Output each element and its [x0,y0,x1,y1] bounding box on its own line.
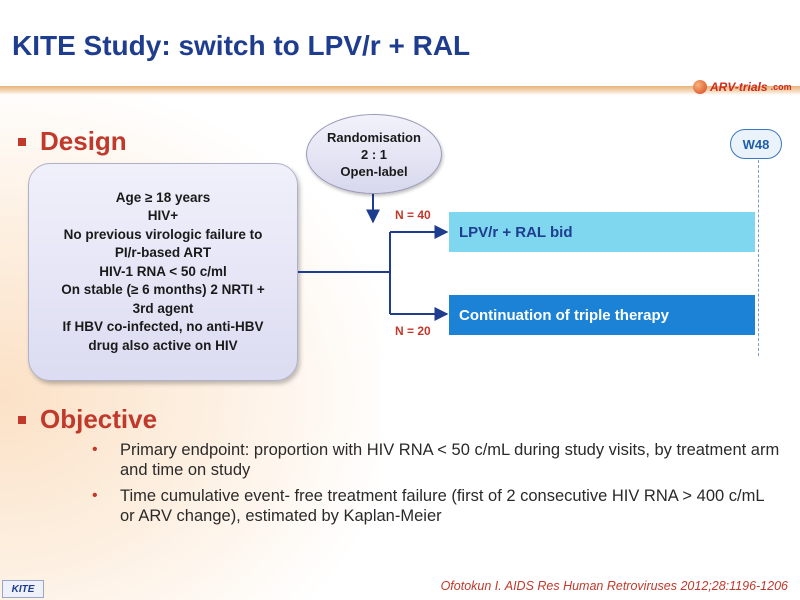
randomisation-mode: Open-label [340,163,408,179]
study-tag: KITE [2,580,44,598]
design-heading-text: Design [40,126,127,156]
criteria-line: On stable (≥ 6 months) 2 NRTI + [61,282,265,298]
criteria-line: If HBV co-infected, no anti-HBV [62,319,264,335]
objective-text: Time cumulative event- free treatment fa… [120,487,764,525]
list-item: • Time cumulative event- free treatment … [92,486,782,526]
randomisation-bubble: Randomisation 2 : 1 Open-label [306,114,442,194]
arm-1-n: N = 40 [395,208,431,222]
square-bullet-icon [18,137,26,146]
arv-trials-logo: ARV-trials.com [693,78,792,96]
logo-brand: ARV-trials [710,80,768,94]
criteria-line: HIV+ [147,208,179,224]
objective-heading-text: Objective [40,404,158,434]
inclusion-criteria-box: Age ≥ 18 years HIV+ No previous virologi… [28,163,298,381]
list-item: • Primary endpoint: proportion with HIV … [92,440,782,480]
criteria-line: drug also active on HIV [88,337,238,353]
bullet-dot-icon: • [92,487,98,504]
criteria-line: PI/r-based ART [114,245,212,261]
slide-title: KITE Study: switch to LPV/r + RAL [12,30,471,61]
criteria-line: Age ≥ 18 years [115,189,211,205]
criteria-line: 3rd agent [132,300,194,316]
design-heading: Design [18,126,127,157]
objective-text: Primary endpoint: proportion with HIV RN… [120,441,780,479]
week-48-dashed-line [758,160,759,356]
citation: Ofotokun I. AIDS Res Human Retroviruses … [440,579,788,593]
title-divider [0,86,800,95]
arm-lpv-ral: LPV/r + RAL bid [449,212,755,252]
square-bullet-icon [18,415,26,424]
arm-triple-therapy: Continuation of triple therapy [449,295,755,335]
logo-suffix: .com [770,82,792,92]
objective-heading: Objective [18,404,157,435]
week-48-marker: W48 [730,129,782,159]
randomisation-line: Randomisation [327,129,421,145]
criteria-line: HIV-1 RNA < 50 c/ml [99,263,227,279]
randomisation-ratio: 2 : 1 [360,146,387,162]
bullet-dot-icon: • [92,441,98,458]
globe-icon [693,80,707,94]
arm-2-n: N = 20 [395,324,431,338]
objective-list: • Primary endpoint: proportion with HIV … [92,440,782,532]
criteria-line: No previous virologic failure to [63,226,263,242]
